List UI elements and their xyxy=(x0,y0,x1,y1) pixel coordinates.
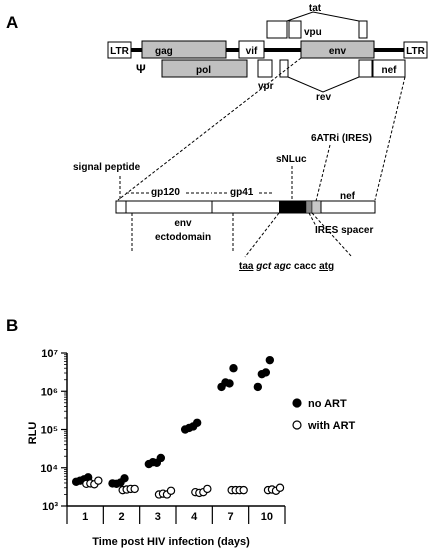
y-tick-label: 10³ xyxy=(42,501,58,513)
vpu-box xyxy=(288,20,302,39)
nef-box xyxy=(372,59,406,78)
data-point-with-art xyxy=(166,486,176,495)
ltr-left-box xyxy=(107,41,132,59)
rev-splice-line xyxy=(287,76,360,93)
y-tick-label: 10⁶ xyxy=(41,386,58,398)
pol-box xyxy=(161,59,248,78)
seq-agc: agc xyxy=(274,261,292,272)
x-tick-label: 2 xyxy=(118,511,124,523)
vpr-label: vpr xyxy=(258,81,274,92)
rlu-scatter-chart: 10³ 10⁴ 10⁵ 10⁶ 10⁷ RLU Time post HIV infectio… xyxy=(27,348,286,548)
y-tick-label: 10⁵ xyxy=(41,425,58,437)
data-point-no-art xyxy=(253,382,263,392)
x-tick-label: 4 xyxy=(191,511,198,523)
gag-label: gag xyxy=(155,46,173,57)
data-point-no-art xyxy=(261,368,271,377)
data-point-no-art xyxy=(156,453,166,463)
seq-taa: taa xyxy=(239,261,254,272)
data-point-with-art xyxy=(130,484,139,494)
tat-exon2-box xyxy=(358,20,368,39)
data-point-no-art xyxy=(229,364,238,373)
seq-atg: atg xyxy=(319,261,334,272)
data-point-no-art xyxy=(192,418,202,427)
panel-b-letter: B xyxy=(6,316,18,335)
legend-with-art-label: with ART xyxy=(307,420,356,432)
vpu-label: vpu xyxy=(304,27,322,38)
psi-label: Ψ xyxy=(136,62,146,76)
tat-splice-line xyxy=(286,11,360,22)
ltr-right-label: LTR xyxy=(406,46,425,57)
legend-no-art-marker xyxy=(292,398,302,408)
data-point-with-art xyxy=(239,485,248,495)
ires-pointer xyxy=(315,144,331,202)
signal-peptide-label: signal peptide xyxy=(73,162,141,173)
seq-cacc: cacc xyxy=(294,261,317,272)
x-tick-label: 3 xyxy=(155,511,161,523)
rev-label: rev xyxy=(316,92,331,103)
x-tick-label: 7 xyxy=(227,511,233,523)
tat-label: tat xyxy=(309,3,322,14)
construct-nef-label: nef xyxy=(340,191,356,202)
snluc-box xyxy=(279,201,306,213)
snluc-label: sNLuc xyxy=(276,154,307,165)
tat-exon1-box xyxy=(266,20,288,39)
x-axis-label: Time post HIV infection (days) xyxy=(92,536,250,548)
data-point-with-art xyxy=(275,483,285,492)
gp120-label: gp120 xyxy=(151,187,180,198)
gp120-label-bg xyxy=(149,185,185,197)
sequence-text: taa gct agc cacc atg xyxy=(239,261,334,272)
ires-spacer-label: IRES spacer xyxy=(315,225,373,236)
vif-label: vif xyxy=(246,46,258,57)
data-point-with-art xyxy=(94,476,103,485)
ltr-right-box xyxy=(403,41,428,59)
rev-exon2-box xyxy=(358,59,373,78)
vpr-box xyxy=(257,59,273,78)
nef-label: nef xyxy=(382,65,398,76)
gag-box xyxy=(141,40,227,59)
construct-bar xyxy=(115,200,376,214)
env-label: env xyxy=(329,46,347,57)
panel-a-letter: A xyxy=(6,13,18,32)
ires-label: 6ATRi (IRES) xyxy=(311,133,372,144)
zoom-line-left xyxy=(117,57,302,201)
data-point-no-art xyxy=(265,355,275,365)
env-box xyxy=(300,40,375,59)
ires-spacer-pointer xyxy=(308,212,317,227)
y-axis-label: RLU xyxy=(27,422,39,445)
legend-no-art-label: no ART xyxy=(308,398,347,410)
data-point-no-art xyxy=(225,379,234,388)
zoom-line-right xyxy=(374,76,406,201)
ires-spacer-box xyxy=(305,200,313,214)
pol-label: pol xyxy=(196,65,211,76)
ectodomain-label-line1: env xyxy=(174,218,192,229)
x-tick-label: 10 xyxy=(261,511,273,523)
vif-box xyxy=(238,40,265,59)
y-tick-label: 10⁷ xyxy=(41,348,58,360)
ltr-left-label: LTR xyxy=(110,46,129,57)
data-point-no-art xyxy=(120,474,129,483)
legend-with-art-marker xyxy=(292,420,302,430)
y-tick-label: 10⁴ xyxy=(40,463,58,475)
ectodomain-label-line2: ectodomain xyxy=(155,232,211,243)
x-tick-label: 1 xyxy=(82,511,88,523)
seq-zoom-left xyxy=(244,212,280,258)
data-point-with-art xyxy=(203,484,212,494)
ires-box xyxy=(311,200,322,214)
gp41-label-bg xyxy=(228,185,258,197)
gp41-label: gp41 xyxy=(230,187,254,198)
seq-gct: gct xyxy=(255,261,272,272)
